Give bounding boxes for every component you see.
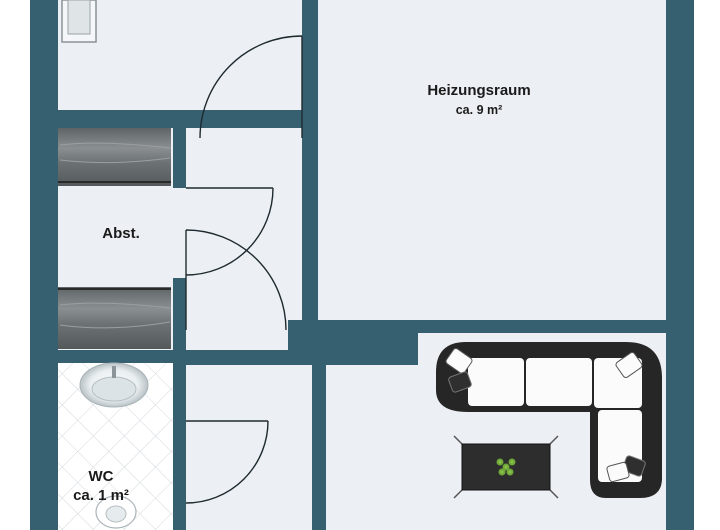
plant-icon bbox=[496, 458, 516, 476]
toilet-icon bbox=[95, 495, 137, 529]
coffee-table-icon bbox=[453, 435, 559, 499]
sofa-pillow bbox=[606, 461, 630, 483]
storage-room-name: Abst. bbox=[102, 225, 140, 242]
wc-room-name: WC bbox=[89, 468, 114, 485]
washbasin-icon bbox=[79, 362, 149, 408]
wall-storage-right-top bbox=[173, 128, 186, 188]
wall-corridor-heating bbox=[302, 0, 318, 36]
shelf-icon bbox=[58, 287, 171, 349]
door-swing-icon bbox=[185, 420, 269, 504]
wall-central-block bbox=[288, 320, 418, 365]
shelf-icon bbox=[58, 128, 171, 186]
heating-room-area: ca. 9 m² bbox=[456, 103, 503, 117]
room-floor-corridor bbox=[173, 128, 302, 350]
room-floor-heating bbox=[318, 0, 666, 320]
door-swing-icon bbox=[199, 35, 303, 139]
appliance-icon bbox=[61, 0, 97, 43]
sofa-pillow bbox=[615, 351, 643, 379]
wall-wc-right bbox=[173, 363, 186, 421]
heating-room-name: Heizungsraum bbox=[427, 82, 530, 99]
wall-corridor-heating-lower bbox=[302, 138, 318, 320]
wall-storage-top bbox=[58, 110, 188, 128]
wall-storage-bottom bbox=[58, 350, 186, 363]
sofa-pillow bbox=[448, 371, 472, 393]
sofa-cushion bbox=[468, 358, 524, 406]
door-swing-icon bbox=[185, 229, 287, 331]
wc-room-area: ca. 1 m² bbox=[73, 487, 129, 504]
sofa-cushion bbox=[526, 358, 592, 406]
wall-storage-right-bottom bbox=[173, 278, 186, 365]
sofa-pillow bbox=[445, 347, 473, 375]
door-swing-icon bbox=[185, 187, 274, 276]
room-floor-corridor-lower bbox=[186, 365, 312, 530]
wall-living-left bbox=[312, 365, 326, 530]
sofa-icon bbox=[436, 342, 662, 498]
room-floor-top-left bbox=[58, 0, 302, 110]
